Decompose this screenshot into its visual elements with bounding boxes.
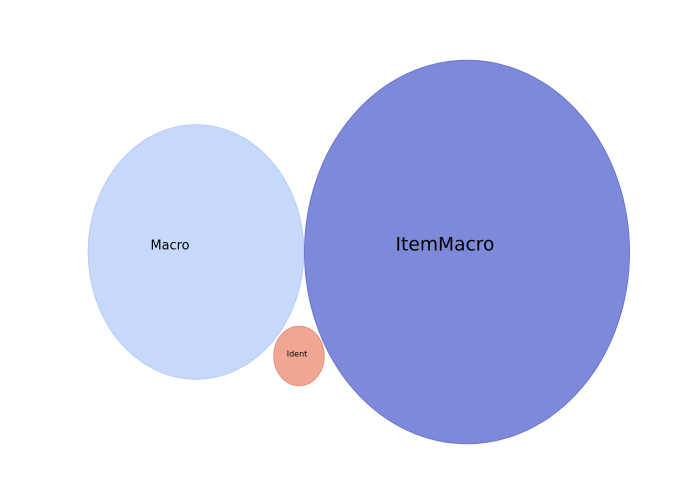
bubbles-group [87, 59, 630, 445]
bubble-label-itemmacro: ItemMacro [396, 235, 495, 256]
bubble-label-ident: Ident [287, 350, 308, 359]
bubble-itemmacro [304, 59, 630, 445]
bubble-macro [87, 124, 305, 380]
bubble-ident [273, 325, 325, 387]
bubble-label-macro: Macro [150, 239, 189, 254]
